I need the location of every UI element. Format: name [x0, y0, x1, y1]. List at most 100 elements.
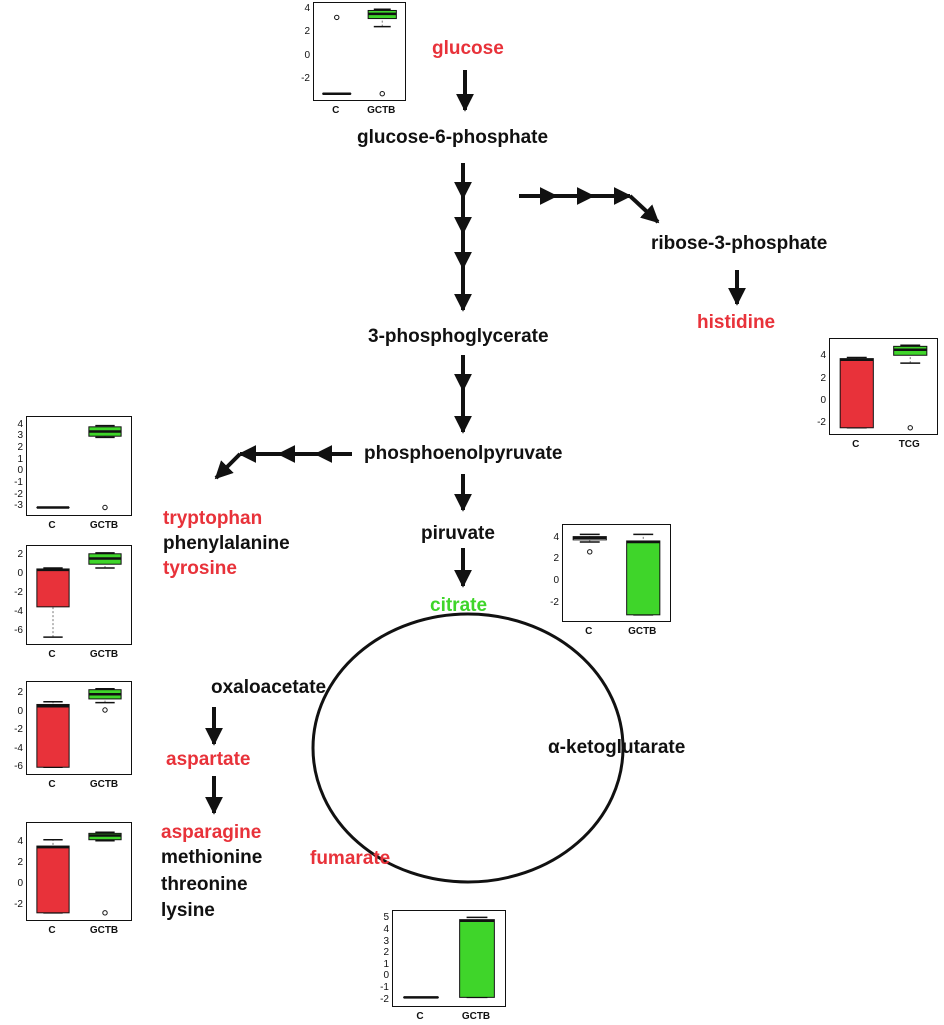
node-tryptophan: tryptophan	[163, 508, 263, 529]
category-label: GCTB	[89, 925, 119, 936]
boxplot-plot-area	[36, 424, 122, 511]
y-tick-label: 4	[820, 350, 826, 362]
box-GCTB	[88, 552, 122, 569]
boxplot-tyrosine	[26, 545, 132, 645]
node-lysine: lysine	[161, 900, 215, 921]
category-label: GCTB	[367, 105, 396, 116]
y-tick-label: 1	[383, 958, 389, 970]
y-tick-label: -4	[14, 742, 23, 754]
boxplot-citrate	[562, 524, 671, 622]
node-piruvate: piruvate	[421, 523, 495, 544]
y-tick-label: 0	[17, 465, 23, 477]
boxplot-tryptophan	[26, 416, 132, 516]
node-alpha-ketoglutarate: α-ketoglutarate	[548, 737, 686, 758]
y-tick-label: 0	[17, 567, 23, 579]
node-3-phosphoglycerate: 3-phosphoglycerate	[368, 326, 549, 347]
box-body	[36, 568, 70, 608]
category-label: TCG	[898, 439, 920, 450]
category-label: C	[48, 779, 56, 790]
boxplot-plot-area	[572, 533, 661, 616]
node-glucose-6-phosphate: glucose-6-phosphate	[357, 127, 549, 148]
category-label: GCTB	[89, 779, 119, 790]
y-tick-label: 3	[17, 430, 23, 442]
category-label: C	[332, 105, 340, 116]
box-body	[839, 358, 874, 429]
category-label: GCTB	[89, 520, 119, 531]
box-TCG	[893, 344, 928, 431]
outlier-point	[907, 425, 913, 431]
node-methionine: methionine	[161, 847, 263, 868]
outlier-point	[102, 910, 108, 916]
y-tick-label: 4	[553, 531, 559, 543]
box-C	[36, 700, 70, 768]
y-tick-label: 0	[383, 970, 389, 982]
category-label: GCTB	[89, 649, 119, 660]
outlier-point	[587, 549, 593, 555]
y-tick-label: -2	[14, 724, 23, 736]
boxplot-glucose	[313, 2, 406, 101]
boxplot-plot-area	[36, 831, 122, 916]
y-tick-label: 4	[304, 3, 310, 15]
y-tick-label: 2	[304, 26, 310, 38]
y-tick-label: 5	[383, 912, 389, 924]
y-tick-label: -1	[14, 476, 23, 488]
node-citrate: citrate	[430, 595, 488, 616]
node-oxaloacetate: oxaloacetate	[211, 677, 327, 698]
y-tick-label: -2	[14, 488, 23, 500]
arrow-g6p-ribose	[519, 187, 660, 224]
box-C	[839, 356, 874, 429]
boxplot-plot-area	[839, 344, 928, 431]
outlier-point	[334, 14, 340, 21]
y-tick-label: -4	[14, 605, 23, 617]
node-phenylalanine: phenylalanine	[163, 533, 290, 554]
box-GCTB	[459, 916, 495, 999]
box-body	[36, 845, 70, 914]
category-label: GCTB	[461, 1011, 491, 1022]
y-tick-label: -2	[14, 586, 23, 598]
node-aspartate: aspartate	[166, 749, 251, 770]
y-tick-label: 0	[17, 878, 23, 890]
boxplot-plot-area	[36, 552, 122, 638]
y-tick-label: -2	[817, 417, 826, 429]
box-C	[322, 14, 352, 95]
boxplot-histidine	[829, 338, 938, 435]
node-fumarate: fumarate	[310, 848, 391, 869]
outlier-point	[379, 90, 385, 97]
category-label: C	[416, 1011, 424, 1022]
y-tick-label: -2	[14, 899, 23, 911]
box-GCTB	[88, 424, 122, 511]
y-tick-label: 0	[304, 49, 310, 61]
box-GCTB	[626, 533, 661, 616]
y-tick-label: -2	[380, 993, 389, 1005]
boxplot-plot-area	[322, 8, 397, 97]
node-phosphoenolpyruvate: phosphoenolpyruvate	[364, 443, 563, 464]
y-tick-label: 0	[553, 575, 559, 587]
outlier-point	[102, 707, 108, 713]
arrow-pep-aromatics	[214, 445, 352, 480]
node-threonine: threonine	[161, 874, 248, 895]
y-tick-label: 1	[17, 453, 23, 465]
box-C	[572, 533, 607, 555]
box-body	[36, 703, 70, 768]
y-tick-label: 4	[17, 835, 23, 847]
category-label: GCTB	[628, 626, 657, 637]
boxplot-fumarate	[392, 910, 506, 1007]
y-tick-label: 0	[820, 395, 826, 406]
y-tick-label: 4	[383, 924, 389, 936]
node-ribose-3-phosphate: ribose-3-phosphate	[651, 233, 828, 254]
node-asparagine: asparagine	[161, 822, 262, 843]
y-tick-label: 0	[17, 705, 23, 717]
y-tick-label: 2	[17, 548, 23, 560]
box-C	[36, 838, 70, 914]
outlier-point	[102, 504, 108, 511]
y-tick-label: -1	[380, 982, 389, 994]
category-label: C	[585, 626, 593, 637]
y-tick-label: 2	[17, 441, 23, 453]
box-C	[36, 567, 70, 638]
node-tyrosine: tyrosine	[163, 558, 237, 579]
node-glucose: glucose	[432, 38, 504, 59]
y-tick-label: -6	[14, 761, 23, 773]
category-label: C	[48, 649, 56, 660]
y-tick-label: -3	[14, 500, 23, 512]
